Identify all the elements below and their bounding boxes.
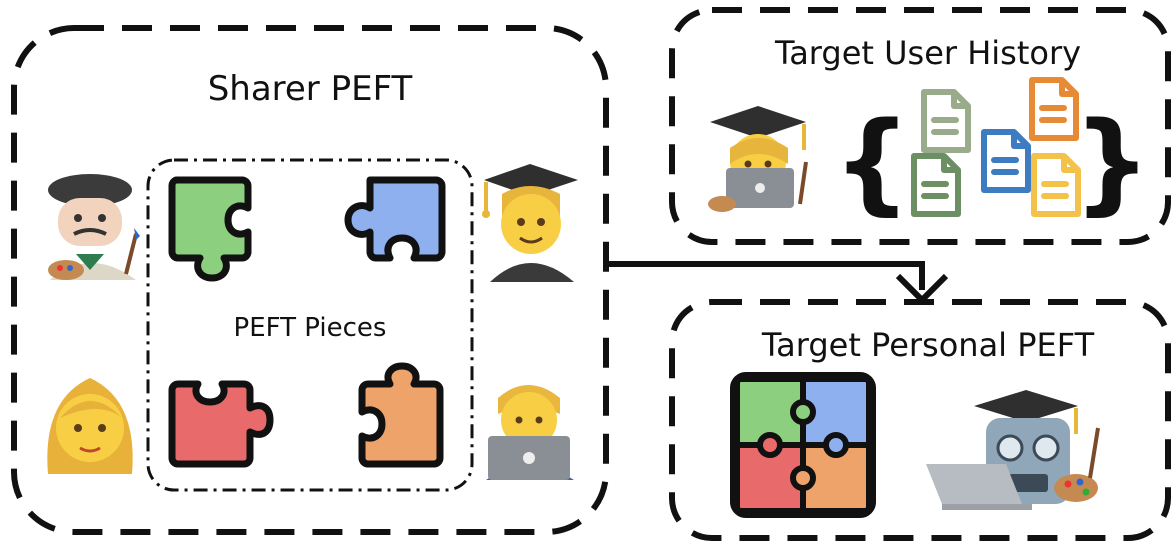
sharer-panel-border <box>11 25 609 535</box>
pieces-panel-border <box>146 158 474 492</box>
sharer-panel-title: Sharer PEFT <box>208 69 413 109</box>
document-icon <box>914 156 958 214</box>
sharer-panel: Sharer PEFT PEFT Pieces <box>11 25 609 535</box>
graduate-student-icon <box>482 164 578 282</box>
red-puzzle-piece-icon <box>168 380 274 468</box>
document-icon <box>924 92 968 150</box>
left-brace-icon: { <box>833 98 911 226</box>
document-icon <box>1032 80 1076 138</box>
green-puzzle-piece-icon <box>168 176 252 282</box>
history-panel-border <box>669 7 1171 245</box>
target-panel-border <box>669 299 1171 541</box>
history-panel-title: Target User History <box>774 34 1081 72</box>
document-icon <box>1034 156 1078 214</box>
target-panel-title: Target Personal PEFT <box>761 326 1095 364</box>
document-icon <box>984 132 1028 190</box>
blue-puzzle-piece-icon <box>344 176 446 262</box>
right-brace-icon: } <box>1073 98 1151 226</box>
assembled-puzzle-icon <box>730 372 876 518</box>
painter-person-icon <box>48 174 140 280</box>
orange-puzzle-piece-icon <box>358 362 444 468</box>
history-panel: Target User History { } <box>669 7 1171 245</box>
robot-graduate-icon <box>926 390 1100 510</box>
graduate-painter-technologist-icon <box>708 106 808 212</box>
pieces-panel-title: PEFT Pieces <box>234 313 387 343</box>
target-panel: Target Personal PEFT <box>669 299 1171 541</box>
woman-icon <box>47 378 133 474</box>
flow-arrow-line <box>608 261 925 290</box>
laptop-technologist-icon <box>486 385 574 480</box>
flow-arrow <box>608 261 949 303</box>
